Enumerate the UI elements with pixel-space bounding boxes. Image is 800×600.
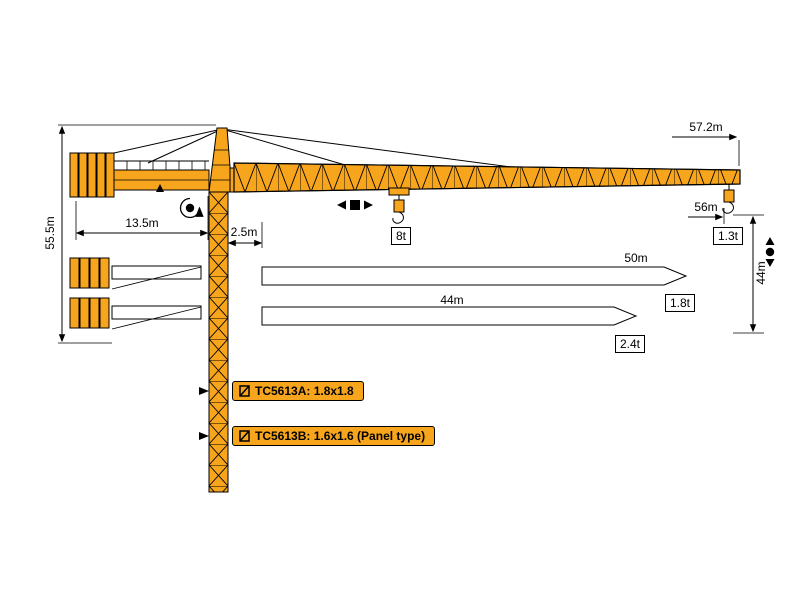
load-44m-badge: 2.4t	[615, 335, 646, 353]
tower-height-label: 55.5m	[43, 216, 57, 250]
model-a-pointer-arrow	[199, 387, 209, 395]
model-a-callout: TC5613A: 1.8x1.8	[232, 381, 364, 401]
counter-jib-length-label: 13.5m	[125, 216, 159, 230]
counter-jib	[113, 160, 210, 191]
trolley-travel-icon	[337, 200, 373, 210]
model-a-text: TC5613A: 1.8x1.8	[255, 384, 354, 398]
dimension-lines	[58, 124, 764, 344]
jib	[233, 162, 741, 193]
model-b-pointer-arrow	[199, 432, 209, 440]
tip-load-badge: 1.3t	[713, 227, 744, 245]
section-profile-icon	[239, 430, 250, 442]
load-50m-badge: 1.8t	[665, 294, 696, 312]
model-b-callout: TC5613B: 1.6x1.6 (Panel type)	[232, 426, 436, 446]
hoist-icon	[765, 237, 775, 267]
counterweights	[69, 152, 115, 198]
max-load-badge: 8t	[391, 227, 412, 245]
bar-50m-length-label: 50m	[624, 251, 648, 265]
trolley-hook	[388, 187, 410, 224]
tip-height-label: 44m	[754, 261, 768, 285]
counter-jib-pointer-arrow	[156, 184, 164, 192]
tie-cables	[95, 128, 535, 171]
ballast-option-1	[69, 257, 202, 290]
tip-radius-label: 56m	[694, 200, 718, 214]
jib-root-offset-label: 2.5m	[230, 225, 258, 239]
tower-mast	[208, 191, 229, 493]
bar-44m-length-label: 44m	[440, 293, 464, 307]
tip-hook	[722, 184, 735, 214]
model-b-text: TC5613B: 1.6x1.6 (Panel type)	[255, 429, 426, 443]
section-profile-icon	[239, 385, 250, 397]
slewing-icon	[179, 197, 204, 219]
tower-head	[208, 127, 233, 193]
jib-option-50m-bar	[261, 266, 688, 286]
jib-length-label: 57.2m	[689, 120, 723, 134]
jib-option-44m-bar	[261, 306, 638, 326]
ballast-option-2	[69, 297, 202, 330]
